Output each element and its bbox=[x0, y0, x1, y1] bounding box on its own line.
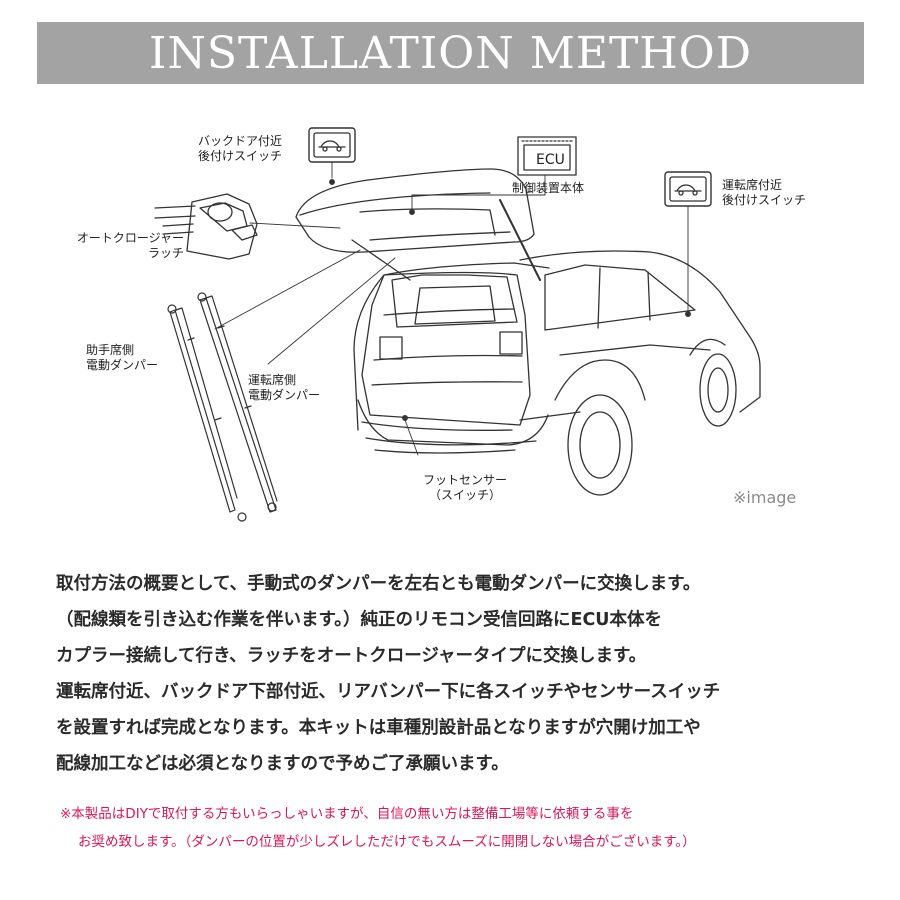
ecu-box-text: ECU bbox=[536, 152, 565, 168]
label-line: 助手席側 bbox=[86, 343, 135, 357]
auto-closer-latch-label: オートクロージャー ラッチ bbox=[56, 231, 184, 261]
suv-illustration bbox=[295, 168, 761, 496]
description-line: 運転席付近、バックドア下部付近、リアバンパー下に各スイッチやセンサースイッチ bbox=[56, 682, 721, 702]
foot-sensor-label: フットセンサー （スイッチ） bbox=[410, 473, 520, 503]
label-line: 運転席側 bbox=[248, 373, 297, 387]
page-title: INSTALLATION METHOD bbox=[148, 27, 753, 79]
label-line: フットセンサー bbox=[422, 473, 507, 487]
label-line: 電動ダンパー bbox=[86, 358, 159, 372]
caution-notice: ※本製品はDIYで取付する方もいらっしゃいますが、自信の無い方は整備工場等に依頼… bbox=[60, 800, 850, 856]
image-watermark: ※image bbox=[733, 488, 797, 507]
damper-illustration bbox=[167, 292, 278, 522]
diagram-drawing bbox=[154, 127, 761, 522]
label-line: 後付けスイッチ bbox=[722, 193, 807, 207]
leader-lines bbox=[214, 161, 691, 456]
notice-line: ※本製品はDIYで取付する方もいらっしゃいますが、自信の無い方は整備工場等に依頼… bbox=[60, 806, 634, 822]
passenger-damper-label: 助手席側 電動ダンパー bbox=[86, 343, 158, 373]
label-line: 後付けスイッチ bbox=[198, 149, 283, 163]
label-line: ラッチ bbox=[147, 246, 184, 260]
title-banner: INSTALLATION METHOD bbox=[37, 22, 864, 84]
label-line: バックドア付近 bbox=[198, 134, 283, 148]
back-door-switch-icon bbox=[308, 127, 356, 163]
driver-switch-label: 運転席付近 後付けスイッチ bbox=[722, 178, 806, 208]
label-line: オートクロージャー bbox=[76, 231, 184, 245]
driver-damper-label: 運転席側 電動ダンパー bbox=[248, 373, 320, 403]
description-line: 配線加工などは必須となりますので予めご了承願います。 bbox=[56, 754, 509, 774]
description-line: （配線類を引き込む作業を伴います。）純正のリモコン受信回路にECU本体を bbox=[56, 610, 663, 630]
driver-switch-icon bbox=[664, 171, 712, 207]
ecu-module-icon bbox=[517, 136, 577, 176]
back-door-switch-label: バックドア付近 後付けスイッチ bbox=[198, 134, 282, 164]
description-line: を設置すれば完成となります。本キットは車種別設計品となりますが穴開け加工や bbox=[56, 718, 701, 738]
ecu-unit-label: 制御装置本体 bbox=[512, 181, 585, 195]
installation-diagram: バックドア付近 後付けスイッチ ECU 制御装置本体 運転席付近 後付けスイッチ… bbox=[0, 100, 900, 540]
description-text: 取付方法の概要として、手動式のダンパーを左右とも電動ダンパーに交換します。 （配… bbox=[56, 566, 856, 782]
description-line: 取付方法の概要として、手動式のダンパーを左右とも電動ダンパーに交換します。 bbox=[56, 574, 701, 594]
label-line: 電動ダンパー bbox=[248, 388, 321, 402]
latch-illustration bbox=[154, 193, 258, 260]
description-line: カプラー接続して行き、ラッチをオートクロージャータイプに交換します。 bbox=[56, 646, 647, 666]
label-line: （スイッチ） bbox=[428, 488, 501, 502]
notice-line: お奨め致します。（ダンパーの位置が少しズレしただけでもスムーズに開閉しない場合が… bbox=[78, 834, 696, 850]
label-line: 運転席付近 bbox=[722, 178, 783, 192]
